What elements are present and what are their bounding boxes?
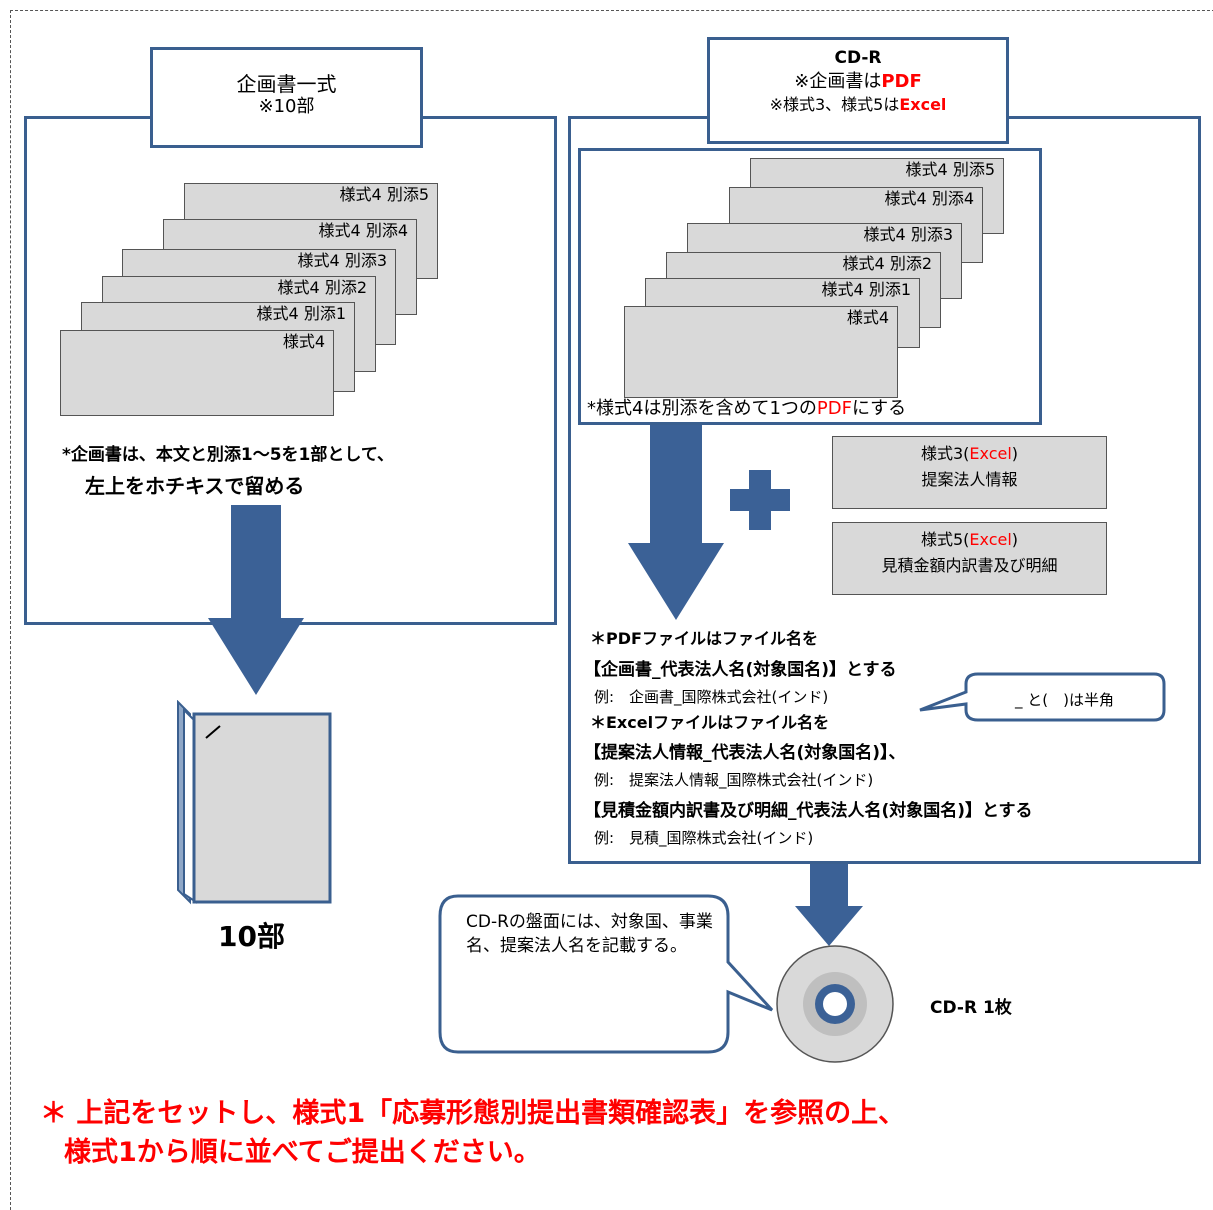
left-note-1: *企画書は、本文と別添1～5を1部として、 [62,445,395,465]
right-title-box: CD-R ※企画書はPDF ※様式3、様式5はExcel [707,37,1009,144]
naming-excel-example-1: 例: 提案法人情報_国際株式会社(インド) [594,771,874,789]
form5-title: 様式5(Excel) [920,530,1019,549]
naming-pdf-rule: 【企画書_代表法人名(対象国名)】とする [584,660,897,680]
cd-callout-bubble [438,894,774,1054]
cd-disc-icon [776,945,894,1063]
footer-line-2: 様式1から順に並べてご提出ください。 [64,1137,541,1168]
left-title-box: 企画書一式 ※10部 [150,47,423,148]
form3-title: 様式3(Excel) [920,444,1019,463]
cd-down-arrow [795,864,863,946]
left-sheet-main: 様式4 [60,330,334,416]
right-title-line3: ※様式3、様式5はExcel [769,95,947,114]
cd-label: CD-R 1枚 [930,998,1012,1018]
left-down-arrow [208,505,304,695]
left-result-label: 10部 [218,920,285,953]
cd-callout-text: CD-Rの盤面には、対象国、事業名、提案法人名を記載する。 [466,912,713,956]
form5-name: 見積金額内訳書及び明細 [881,556,1058,575]
pdf-note: *様式4は別添を含めて1つのPDFにする [587,398,907,419]
naming-excel-rule-2: 【見積金額内訳書及び明細_代表法人名(対象国名)】とする [584,801,1033,821]
left-subtitle: ※10部 [258,96,315,117]
halfwidth-callout-text: _ と( )は半角 [1015,691,1114,709]
form3-box: 様式3(Excel) 提案法人情報 [832,436,1107,509]
naming-excel-rule-1: 【提案法人情報_代表法人名(対象国名)】、 [584,743,906,763]
naming-pdf-heading: ＊PDFファイルはファイル名を [590,629,818,648]
right-sheet-main: 様式4 [624,306,898,398]
right-title: CD-R [834,48,882,68]
right-title-line2: ※企画書はPDF [794,71,922,92]
footer-line-1: ＊ 上記をセットし、様式1「応募形態別提出書類確認表」を参照の上、 [40,1098,906,1129]
plus-icon [730,470,790,530]
dashed-border [10,10,1213,1210]
naming-pdf-example: 例: 企画書_国際株式会社(インド) [594,688,829,706]
naming-excel-heading: ＊Excelファイルはファイル名を [590,713,830,732]
right-down-arrow [628,425,724,620]
form5-box: 様式5(Excel) 見積金額内訳書及び明細 [832,522,1107,595]
naming-excel-example-2: 例: 見積_国際株式会社(インド) [594,829,814,847]
form3-name: 提案法人情報 [921,470,1018,489]
left-note-2: 左上をホチキスで留める [85,474,305,498]
halfwidth-callout-bubble [919,672,1166,722]
document-stack-icon [177,700,332,905]
left-title: 企画書一式 [236,72,337,96]
